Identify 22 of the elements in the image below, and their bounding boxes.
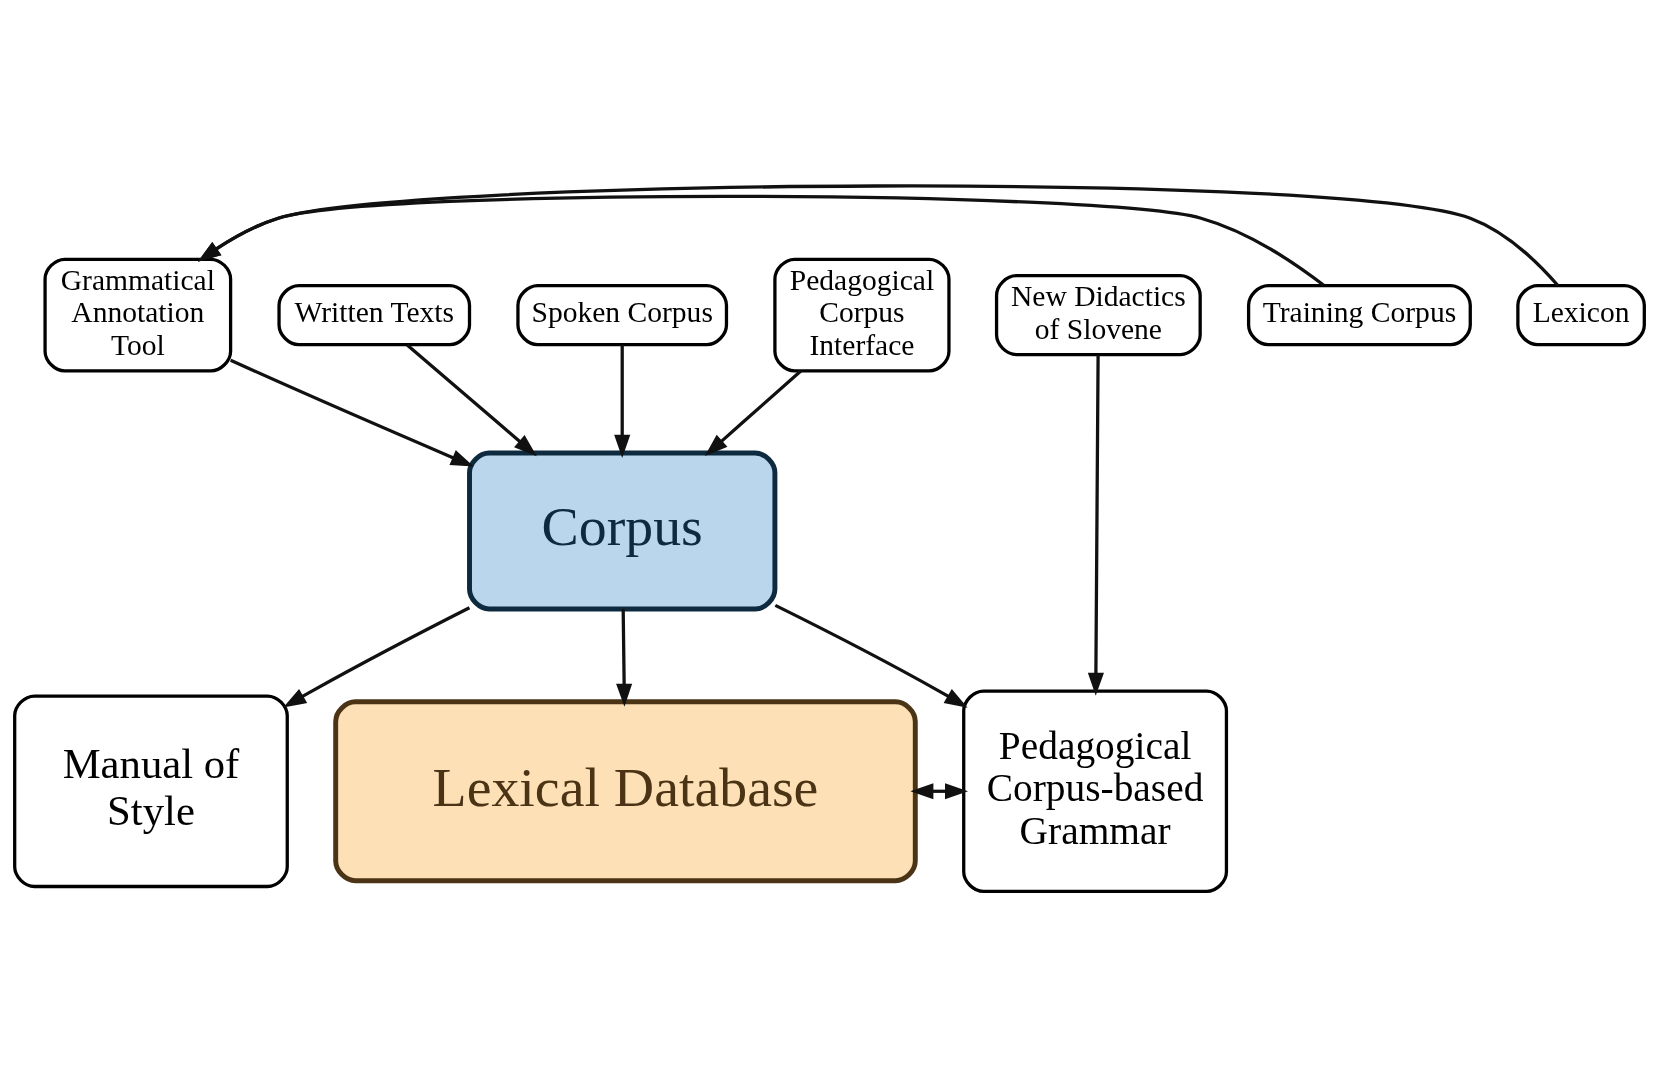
node-box: Lexicon xyxy=(1516,283,1646,347)
arrow xyxy=(910,783,969,800)
arrow xyxy=(614,345,631,458)
arrow xyxy=(1087,354,1104,696)
arrow xyxy=(283,606,471,708)
node-box: Grammatical Annotation Tool xyxy=(43,257,233,373)
arrow xyxy=(197,194,1325,287)
node-box: Manual of Style xyxy=(13,694,289,889)
node-box: New Didactics of Slovene xyxy=(994,274,1202,357)
node-box: Training Corpus xyxy=(1246,283,1472,347)
node-box: Spoken Corpus xyxy=(516,283,729,347)
node-box: Lexical Database xyxy=(333,699,918,884)
node-box: Pedagogical Corpus-based Grammar xyxy=(962,689,1229,894)
node-box: Written Texts xyxy=(277,283,472,347)
arrow xyxy=(229,358,474,467)
arrow xyxy=(197,184,1560,287)
arrow xyxy=(616,609,633,707)
node-box: Corpus xyxy=(467,450,778,612)
arrow xyxy=(406,343,537,457)
arrow xyxy=(704,369,802,457)
arrow xyxy=(774,603,968,708)
node-box: Pedagogical Corpus Interface xyxy=(773,257,951,373)
